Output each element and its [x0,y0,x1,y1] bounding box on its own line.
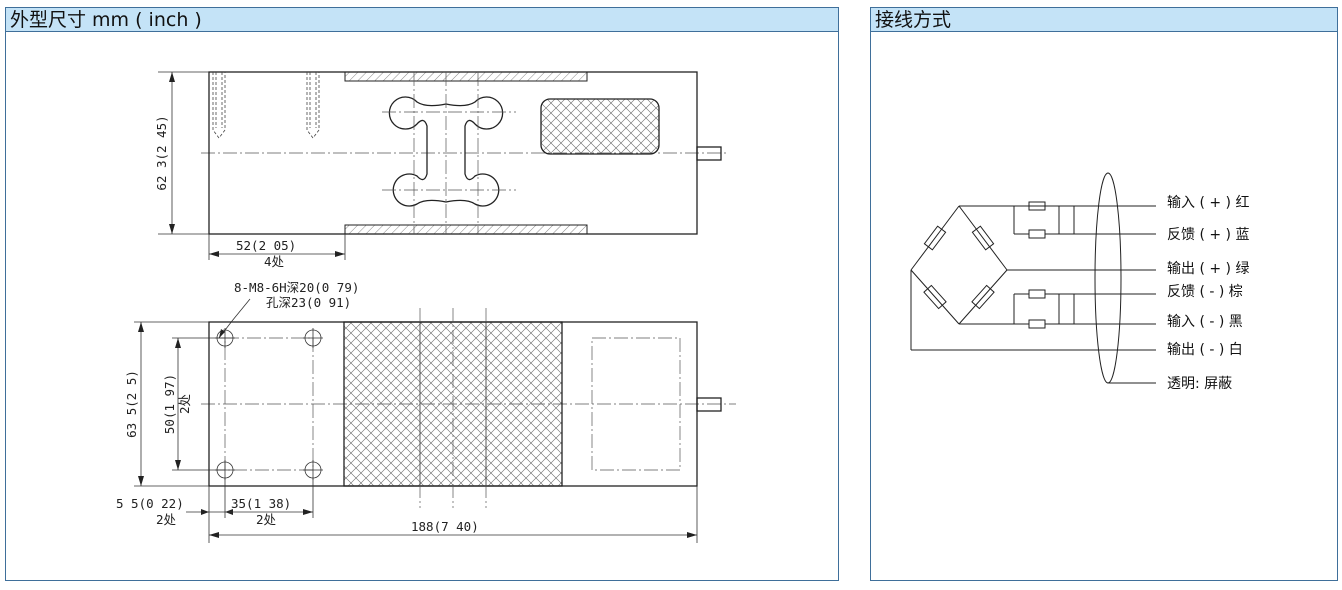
wire-label-shield: 透明: 屏蔽 [1167,376,1232,392]
dim-hole-spacing: 50(1 97) [162,374,177,434]
dimensions-panel: 外型尺寸 mm ( inch ) [5,7,839,581]
wire-label-feedback-minus: 反馈 ( - ) 棕 [1167,284,1243,300]
dimension-drawing: 62 3(2 45) 52(2 05) 4处 8-M8-6H深20(0 79) … [116,71,736,543]
dimensions-title: 外型尺寸 mm ( inch ) [6,8,838,32]
side-view: 62 3(2 45) 52(2 05) 4处 [154,71,726,269]
dim-count-2-a: 2处 [156,512,177,527]
dim-height-bottom: 63 5(2 5) [124,370,139,438]
wire-label-output-minus: 输出 ( - ) 白 [1167,342,1243,358]
dim-pitch-35: 35(1 38) [231,496,291,511]
dim-count-2-vertical: 2处 [177,393,192,414]
wire-label-output-plus: 输出 ( + ) 绿 [1167,261,1249,277]
thread-callout-2: 孔深23(0 91) [266,295,351,310]
bridge-circuit [910,172,1156,384]
wire-label-feedback-plus: 反馈 ( + ) 蓝 [1167,227,1249,243]
dim-offset-5-5: 5 5(0 22) [116,496,184,511]
dim-length-52: 52(2 05) [236,238,296,253]
wiring-panel: 接线方式 [870,7,1338,581]
dim-total-length: 188(7 40) [411,519,479,534]
dim-height-top: 62 3(2 45) [154,115,169,190]
dim-count-2-b: 2处 [256,512,277,527]
dim-count-4: 4处 [264,254,285,269]
wiring-diagram: 输入 ( + ) 红 反馈 ( + ) 蓝 输出 ( + ) 绿 反馈 ( - … [910,172,1249,392]
top-view: 8-M8-6H深20(0 79) 孔深23(0 91) [116,280,736,543]
thread-callout-1: 8-M8-6H深20(0 79) [234,280,359,295]
wiring-title: 接线方式 [871,8,1337,32]
wire-label-input-plus: 输入 ( + ) 红 [1167,195,1249,211]
wire-label-input-minus: 输入 ( - ) 黑 [1167,314,1243,330]
